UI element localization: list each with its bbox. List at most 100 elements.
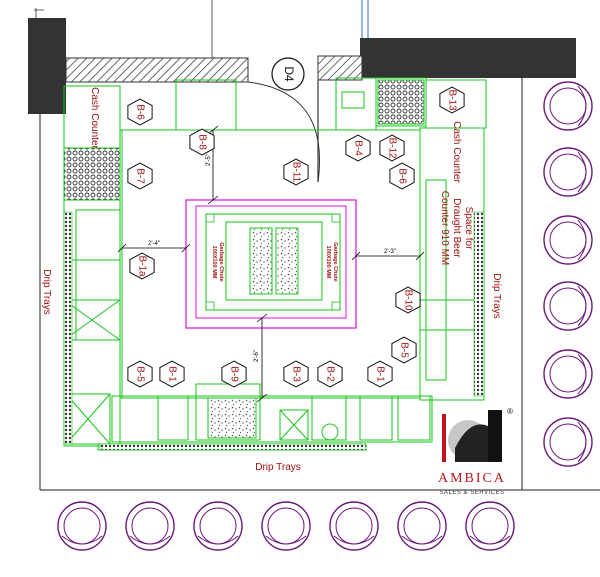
bar-stool <box>543 349 593 399</box>
equipment-tag: B-1 <box>159 360 185 388</box>
drip-trays-bottom-label: Drip Trays <box>255 462 301 473</box>
bar-stool <box>57 501 107 551</box>
equipment-tag-hexagon <box>127 98 153 126</box>
equipment-tag: B-4 <box>345 134 371 162</box>
granite-block-right <box>275 227 299 295</box>
wall-column-left <box>28 18 66 114</box>
bar-stools-bottom <box>57 501 515 551</box>
equipment-tag: B-10 <box>395 286 421 314</box>
equipment-tag-label: B-6 <box>134 104 145 120</box>
walls <box>28 0 600 491</box>
equipment-tag: B-3 <box>283 360 309 388</box>
wall-block-right <box>360 38 576 78</box>
wall-hatch-left <box>65 57 249 83</box>
equipment-tag-hexagon <box>389 162 415 190</box>
bar-stool <box>543 81 593 131</box>
dimension-right: 2'-3" <box>384 249 396 255</box>
bar-stool <box>397 501 447 551</box>
equipment-tag-label: B-5 <box>398 342 409 358</box>
equipment-tag-label: B-12 <box>386 137 397 159</box>
dimension-bottom: 2'-6" <box>254 350 260 362</box>
logo-tagline: SALES & SERVICES <box>440 490 505 496</box>
bar-stool <box>465 501 515 551</box>
chute-left-line2: Garbage Chute <box>218 242 224 281</box>
ice-well-bottom <box>207 397 257 439</box>
equipment-tag: B-6 <box>389 162 415 190</box>
center-island: 100X100 MM Garbage Chute 100X100 MM Garb… <box>185 199 357 329</box>
equipment-tag-label: B-1 <box>166 366 177 382</box>
bar-stools-right <box>543 81 593 467</box>
logo-figure <box>455 424 488 462</box>
equipment-tag: B-8 <box>189 128 215 156</box>
equipment-tag-label: B-10 <box>402 289 413 311</box>
equipment-tag-hexagon <box>395 286 421 314</box>
equipment-tag-hexagon <box>391 336 417 364</box>
bar-stool <box>261 501 311 551</box>
equipment-tag-label: B-11 <box>290 162 301 183</box>
equipment-tag-label: B-6 <box>396 168 407 184</box>
wall-hatch-right <box>317 55 363 81</box>
logo-bar-left <box>442 414 446 462</box>
bar-stool <box>543 417 593 467</box>
equipment-tag: B-7 <box>127 162 153 190</box>
equipment-tag-label: B-7 <box>134 168 145 184</box>
equipment-tag-hexagon <box>345 134 371 162</box>
equipment-tag-hexagon <box>283 158 309 186</box>
draught-beer-line3: Counter 910 MM <box>439 191 450 265</box>
chute-right-line1: 100X100 MM <box>325 246 331 279</box>
equipment-tag-label: B-8 <box>196 134 207 150</box>
equipment-tag-hexagon <box>379 134 405 162</box>
door-label: D4 <box>282 66 296 82</box>
bar-stool <box>193 501 243 551</box>
door-d4: D4 <box>247 57 320 183</box>
equipment-tag-hexagon <box>159 360 185 388</box>
door-tag-circle <box>271 57 305 91</box>
drip-tray-strip-right <box>473 211 485 397</box>
equipment-tag-hexagon <box>189 128 215 156</box>
draught-beer-line2: Draught Beer <box>451 198 462 258</box>
equipment-tag-label: B-4 <box>352 140 363 156</box>
chute-right-line2: Garbage Chute <box>332 242 338 281</box>
chute-left-line1: 100X100 MM <box>211 246 217 279</box>
equipment-tag-hexagon <box>127 360 153 388</box>
equipment-tag: B-5 <box>391 336 417 364</box>
bar-stool <box>543 147 593 197</box>
granite-block-left <box>249 227 273 295</box>
equipment-tag-label: B-1a <box>136 255 147 277</box>
equipment-tag: B-6 <box>127 98 153 126</box>
drip-tray-strip-left <box>63 211 73 445</box>
equipment-tag-label: B-2 <box>324 366 335 382</box>
equipment-tag-hexagon <box>127 162 153 190</box>
equipment-tag-hexagon <box>129 252 155 280</box>
equipment-tag: B-13 <box>439 86 465 114</box>
equipment-tag-label: B-5 <box>134 366 145 382</box>
logo-registered: ® <box>507 407 513 416</box>
drip-trays-left-label: Drip Trays <box>41 269 52 315</box>
equipment-tag: B-1a <box>129 252 155 280</box>
equipment-tag: B-2 <box>317 360 343 388</box>
ice-well-right <box>377 79 425 125</box>
equipment-tag: B-12 <box>379 134 405 162</box>
equipment-tag: B-1 <box>367 360 393 388</box>
equipment-tag-hexagon <box>367 360 393 388</box>
equipment-tag-label: B-9 <box>228 366 239 382</box>
bar-stool <box>543 215 593 265</box>
equipment-tag-hexagon <box>439 86 465 114</box>
equipment-tag: B-9 <box>221 360 247 388</box>
logo-bar-right <box>488 410 502 462</box>
cash-counter-left-label: Cash Counter <box>89 87 100 149</box>
equipment-tag-label: B-3 <box>290 366 301 382</box>
bar-stool <box>543 281 593 331</box>
dimension-left: 2'-4" <box>148 241 160 247</box>
ambica-logo: ® AMBICA SALES & SERVICES <box>438 407 513 496</box>
bar-stool <box>329 501 379 551</box>
equipment-tag-label: B-13 <box>446 89 457 111</box>
cash-counter-right-label: Cash Counter <box>451 121 462 183</box>
equipment-tag: B-11 <box>283 158 309 186</box>
equipment-tag: B-5 <box>127 360 153 388</box>
equipment-tag-hexagon <box>221 360 247 388</box>
equipment-tag-hexagon <box>283 360 309 388</box>
equipment-tag-label: B-1 <box>374 366 385 382</box>
